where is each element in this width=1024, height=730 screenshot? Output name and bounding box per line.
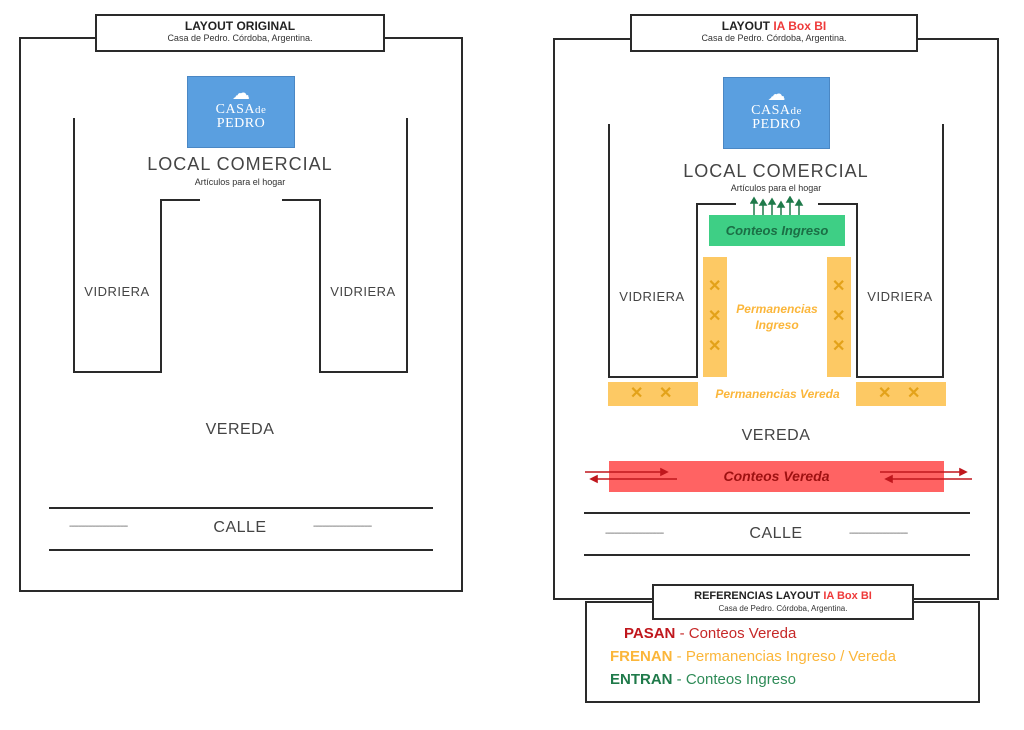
vereda-label: VEREDA — [741, 427, 811, 444]
legend-item-frenan: FRENAN - Permanencias Ingreso / Vereda — [610, 648, 896, 665]
entrance-wall-left — [696, 203, 698, 378]
legend-item-pasan: PASAN - Conteos Vereda — [624, 625, 797, 642]
vidriera-right-bottom — [856, 376, 944, 378]
x-mark-icon: ✕ — [659, 385, 673, 402]
permanencias-vereda-label: Permanencias Vereda — [715, 387, 840, 401]
calle-top-line — [584, 512, 970, 514]
legend-title-box: REFERENCIAS LAYOUT IA Box BI Casa de Ped… — [652, 584, 914, 620]
casa-de-pedro-logo: ☁ CASAde PEDRO — [187, 76, 295, 148]
conteos-ingreso-label: Conteos Ingreso — [725, 223, 829, 238]
logo-line1: CASA — [215, 102, 255, 117]
calle-dashes-left: ------------------------- — [69, 521, 128, 532]
calle-top-line — [49, 507, 433, 509]
calle-dashes-right: ------------------------- — [313, 521, 372, 532]
vidriera-left-bottom — [73, 371, 162, 373]
entrance-top-right — [818, 203, 858, 205]
conteos-vereda-label: Conteos Vereda — [723, 468, 830, 484]
vidriera-left-label: VIDRIERA — [84, 284, 150, 299]
permanencias-vereda-zone-right — [856, 382, 946, 406]
legend-key: ENTRAN — [610, 671, 673, 688]
layout-ia-box-title-box: LAYOUT IA Box BI Casa de Pedro. Córdoba,… — [630, 14, 918, 52]
logo-line2: PEDRO — [216, 116, 266, 131]
permanencias-ingreso-zone-right — [827, 257, 851, 377]
layout-original-title: LAYOUT ORIGINAL — [184, 19, 296, 33]
layout-original-title-box: LAYOUT ORIGINAL Casa de Pedro. Córdoba, … — [95, 14, 385, 52]
vereda-label: VEREDA — [205, 421, 275, 438]
legend-value: Permanencias Ingreso / Vereda — [685, 648, 896, 665]
calle-dashes-left: ------------------------- — [605, 528, 664, 539]
legend-key: FRENAN — [610, 648, 673, 665]
local-comercial-subtitle: Artículos para el hogar — [730, 183, 822, 193]
legend-subtitle: Casa de Pedro. Córdoba, Argentina. — [718, 604, 848, 613]
legend-title-accent: IA Box BI — [823, 590, 872, 602]
outer-wall-right — [942, 124, 944, 378]
logo-line1-suffix: de — [790, 105, 802, 117]
x-mark-icon: ✕ — [878, 385, 892, 402]
logo-line1-suffix: de — [254, 104, 267, 116]
entrance-top-right — [282, 199, 321, 201]
outer-wall-left — [608, 124, 610, 378]
legend-item-entran: ENTRAN - Conteos Ingreso — [610, 671, 796, 688]
two-way-arrows-left-icon — [585, 467, 677, 484]
layout-ia-box-subtitle: Casa de Pedro. Córdoba, Argentina. — [701, 33, 847, 43]
layout-original-subtitle: Casa de Pedro. Córdoba, Argentina. — [167, 33, 313, 43]
two-way-arrows-right-icon — [880, 467, 972, 484]
conteos-vereda-zone: Conteos Vereda — [609, 461, 944, 492]
x-mark-icon: ✕ — [832, 338, 846, 355]
calle-bottom-line — [49, 549, 433, 551]
outer-wall-left — [73, 118, 75, 373]
casa-de-pedro-logo: ☁ CASAde PEDRO — [723, 77, 830, 149]
calle-label: CALLE — [213, 519, 267, 536]
vidriera-right-label: VIDRIERA — [330, 284, 396, 299]
entrance-wall-right — [319, 199, 321, 373]
entrance-top-left — [696, 203, 736, 205]
permanencias-ingreso-label: Permanencias Ingreso — [736, 302, 818, 332]
cloud-icon: ☁ — [232, 83, 250, 103]
cloud-icon: ☁ — [767, 84, 786, 104]
layout-ia-box-title: LAYOUT IA Box BI — [721, 19, 827, 33]
entrance-top-left — [160, 199, 200, 201]
vidriera-right-bottom — [319, 371, 408, 373]
conteos-ingreso-zone: Conteos Ingreso — [709, 215, 845, 246]
legend-key: PASAN — [624, 625, 676, 642]
x-mark-icon: ✕ — [708, 278, 722, 295]
entrance-wall-right — [856, 203, 858, 378]
x-mark-icon: ✕ — [630, 385, 644, 402]
local-comercial-title: LOCAL COMERCIAL — [147, 154, 333, 174]
vidriera-left-label: VIDRIERA — [619, 289, 685, 304]
logo-line2: PEDRO — [752, 117, 801, 132]
vidriera-right-label: VIDRIERA — [867, 289, 933, 304]
calle-label: CALLE — [749, 525, 803, 542]
x-mark-icon: ✕ — [832, 278, 846, 295]
calle-dashes-right: ------------------------- — [849, 528, 908, 539]
local-comercial-subtitle: Artículos para el hogar — [194, 177, 286, 187]
legend-value: Conteos Ingreso — [685, 671, 796, 688]
local-comercial-title: LOCAL COMERCIAL — [683, 161, 869, 181]
entrance-wall-left — [160, 199, 162, 373]
legend-value: Conteos Vereda — [688, 625, 797, 642]
vidriera-left-bottom — [608, 376, 698, 378]
permanencias-vereda-zone-left — [608, 382, 698, 406]
permanencias-ingreso-zone-left — [703, 257, 727, 377]
x-mark-icon: ✕ — [708, 338, 722, 355]
title-accent: IA Box BI — [773, 19, 827, 33]
x-mark-icon: ✕ — [708, 308, 722, 325]
x-mark-icon: ✕ — [832, 308, 846, 325]
legend-title: REFERENCIAS LAYOUT — [694, 590, 821, 602]
outer-wall-right — [406, 118, 408, 373]
calle-bottom-line — [584, 554, 970, 556]
logo-line1: CASA — [751, 103, 791, 118]
x-mark-icon: ✕ — [907, 385, 921, 402]
